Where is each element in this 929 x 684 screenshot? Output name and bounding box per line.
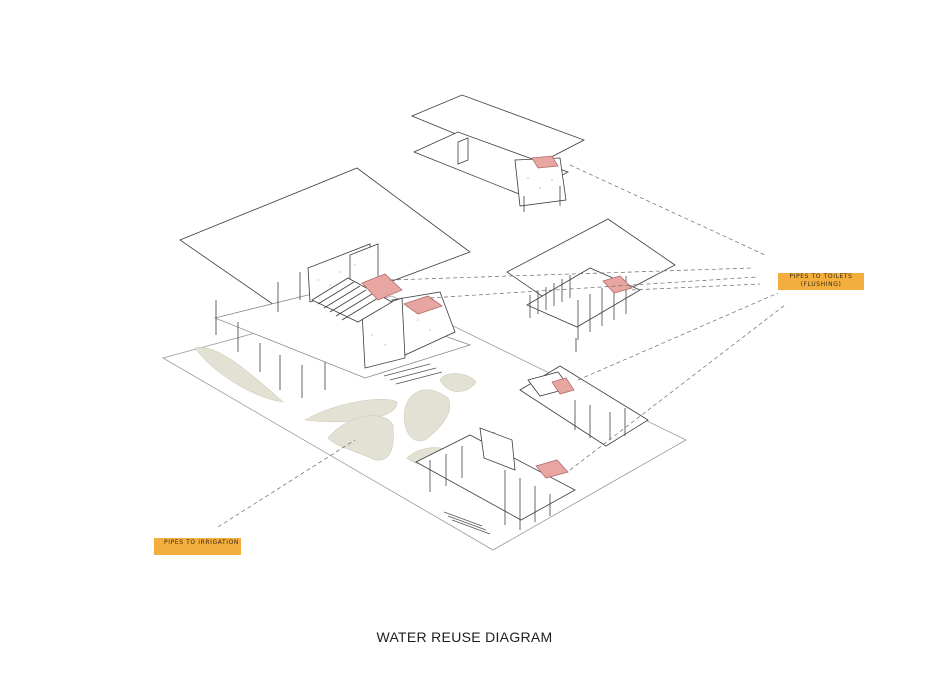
toilet-zone-auditorium-1 [361,273,403,301]
toilet-pipe-leaders [389,164,786,471]
flushing-text: (FLUSHING) [800,281,842,288]
toilet-zone-auditorium-2 [403,295,443,315]
toilet-zone-middle [602,275,633,294]
toilet-zone-lower-1 [535,459,569,479]
toilet-zone-upper [531,155,559,169]
diagram-title: WATER REUSE DIAGRAM [376,629,553,645]
auditorium-building [179,167,472,398]
landscape-areas [194,347,477,465]
irrigation-pipe-leader [217,439,356,528]
lower-right-building [415,365,649,535]
middle-pavilion [506,218,676,352]
pipes-to-irrigation-text: PIPES TO IRRIGATION [164,539,240,546]
upper-pavilion [410,94,585,212]
toilet-zone-lower-2 [551,377,575,395]
pipes-to-irrigation-label: PIPES TO IRRIGATION [154,538,241,555]
pipes-to-toilets-text: PIPES TO TOILETS [789,273,853,280]
pipes-to-toilets-label: PIPES TO TOILETS (FLUSHING) [778,273,864,290]
